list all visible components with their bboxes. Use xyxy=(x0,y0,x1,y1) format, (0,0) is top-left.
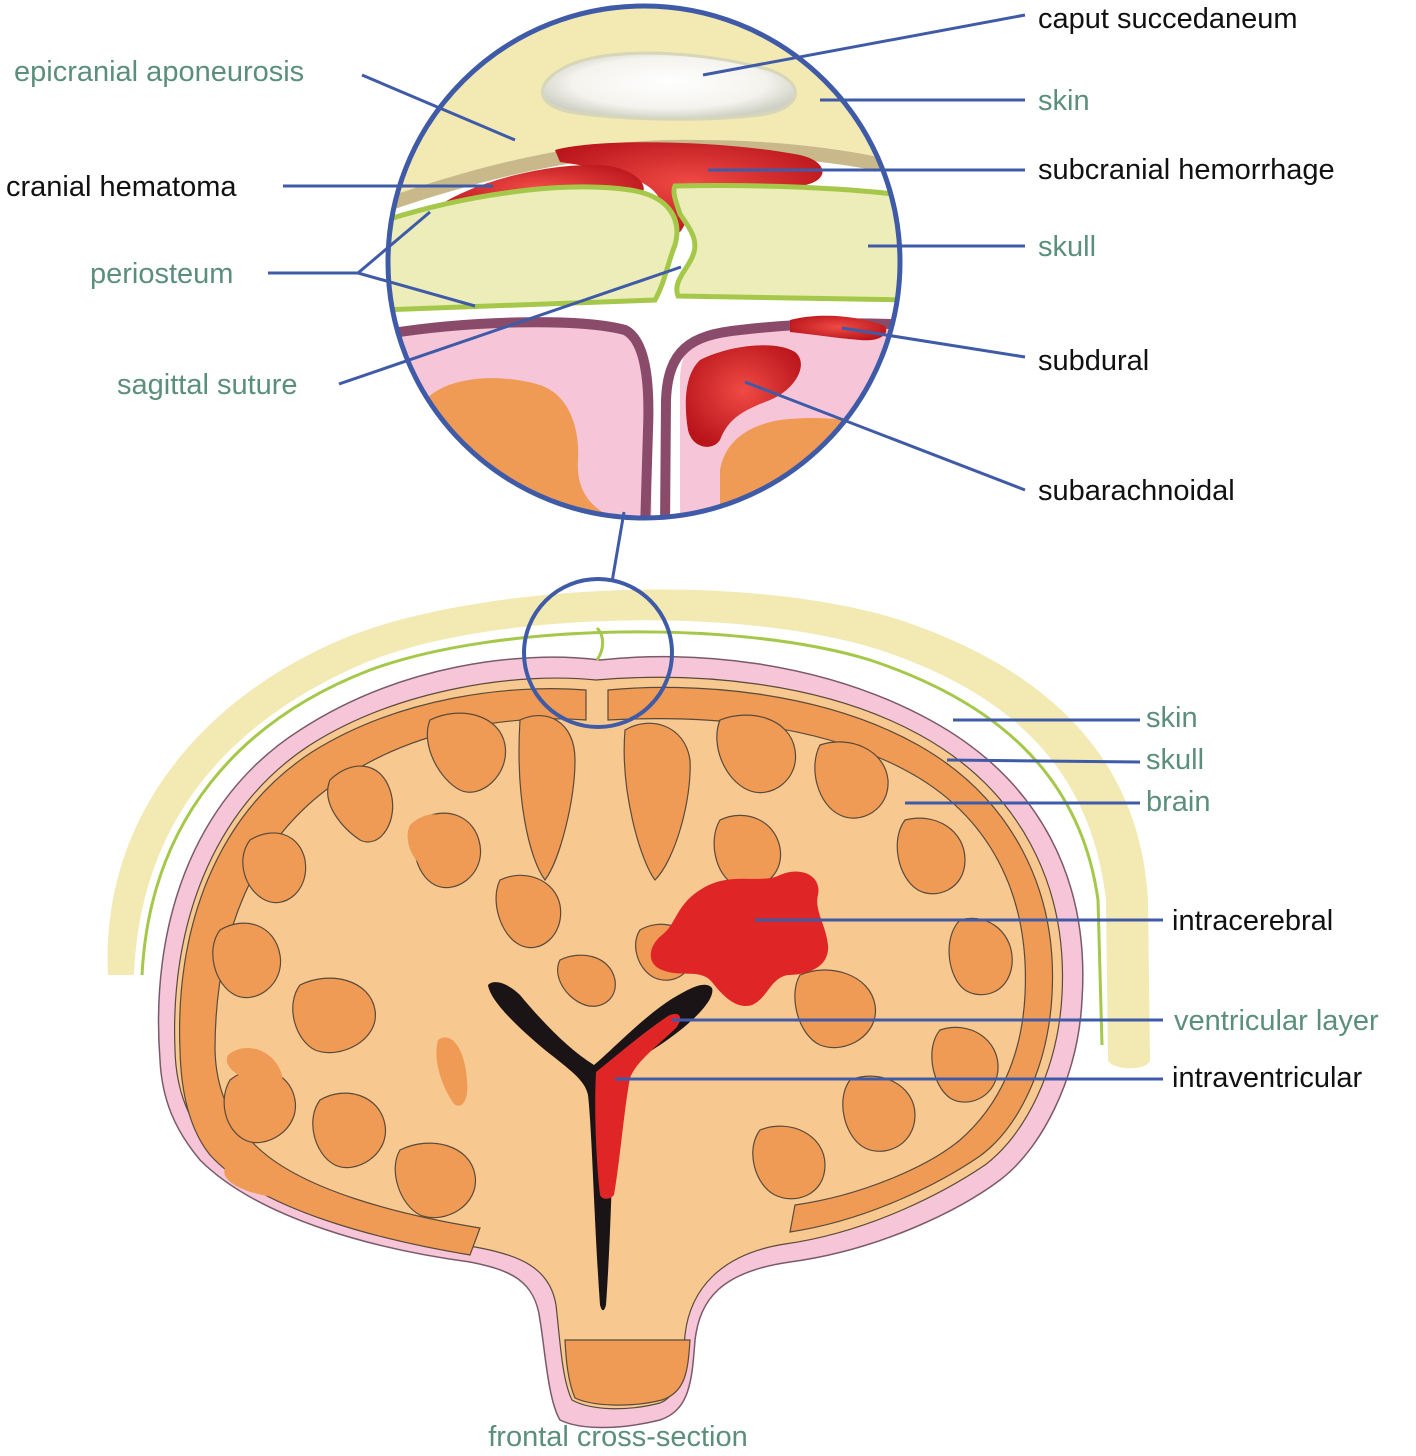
gyrus-left-2 xyxy=(426,712,507,793)
brainstem xyxy=(564,1339,691,1406)
gyrus-left-5 xyxy=(212,922,282,999)
intracerebral-blood xyxy=(650,871,829,1006)
gyrus-left-9 xyxy=(394,1142,476,1219)
nucleus-left-upper xyxy=(407,814,466,875)
nucleus-left-middle xyxy=(436,1037,468,1106)
leader-epicranial-aponeurosis xyxy=(361,73,516,142)
gyrus-right-6 xyxy=(931,1026,999,1103)
gyrus-left-11 xyxy=(495,874,562,949)
label-cranial-hematoma: cranial hematoma xyxy=(6,171,237,203)
label-caput-succedaneum: caput succedaneum xyxy=(1038,3,1298,35)
leader-lines xyxy=(268,13,1163,1081)
gyrus-right-4 xyxy=(896,817,966,895)
gyrus-left-12 xyxy=(557,954,616,1007)
label-epicranial-aponeurosis: epicranial aponeurosis xyxy=(14,56,304,88)
leader-subdural xyxy=(841,326,1026,359)
focus-midline xyxy=(595,626,605,661)
gyrus-right-5 xyxy=(948,917,1013,996)
leader-skull-bottom xyxy=(946,758,1141,764)
gyrus-right-3 xyxy=(814,741,889,819)
zoom-subarachnoidal xyxy=(685,345,801,447)
gyrus-right-outer xyxy=(607,686,1054,1233)
cross-skull-line xyxy=(140,630,1104,1046)
zoom-connector-line xyxy=(610,511,626,583)
gyrus-left-1 xyxy=(327,765,394,843)
gyrus-left-4 xyxy=(242,832,307,904)
gyrus-left-8 xyxy=(312,1092,386,1169)
cross-deep-nuclei xyxy=(224,814,468,1197)
caption: frontal cross-section xyxy=(488,1421,748,1453)
focus-circle xyxy=(522,577,674,729)
label-brain: brain xyxy=(1146,786,1211,818)
nucleus-left-lower xyxy=(226,1047,283,1091)
label-ventricular-layer: ventricular layer xyxy=(1174,1005,1379,1037)
cross-cortex-gyri xyxy=(178,686,1054,1406)
label-subarachnoidal: subarachnoidal xyxy=(1038,475,1235,507)
gyrus-right-1 xyxy=(623,722,691,881)
label-subcranial-hemorrhage: subcranial hemorrhage xyxy=(1038,154,1335,186)
gyrus-right-8 xyxy=(752,1125,826,1200)
label-sagittal-suture: sagittal suture xyxy=(117,369,298,401)
gyrus-left-6 xyxy=(292,977,376,1054)
label-subdural: subdural xyxy=(1038,345,1149,377)
label-skin-top: skin xyxy=(1038,85,1090,117)
labels: caput succedaneum skin subcranial hemorr… xyxy=(6,3,1379,1453)
gyrus-right-2 xyxy=(716,714,797,794)
gyrus-left-3 xyxy=(518,715,576,882)
leader-periosteum-2 xyxy=(357,271,476,308)
zoom-circle-frame xyxy=(385,3,903,521)
zoom-subdural xyxy=(790,315,887,341)
brain-cross-section xyxy=(107,589,1151,1429)
gyrus-right-7 xyxy=(842,1075,916,1152)
label-intracerebral: intracerebral xyxy=(1172,905,1333,937)
zoom-detail xyxy=(388,6,900,518)
label-intraventricular: intraventricular xyxy=(1172,1062,1363,1094)
label-periosteum: periosteum xyxy=(90,258,233,290)
nucleus-left-bottom xyxy=(224,1163,302,1197)
leader-subarachnoidal xyxy=(744,380,1026,492)
label-skull-top: skull xyxy=(1038,231,1096,263)
leader-sagittal-suture xyxy=(338,265,682,386)
leader-caput-succedaneum xyxy=(702,13,1026,77)
label-skull-bottom: skull xyxy=(1146,744,1204,776)
label-skin-bottom: skin xyxy=(1146,702,1198,734)
gyrus-right-9 xyxy=(794,969,876,1049)
intraventricular-blood xyxy=(595,1013,681,1199)
zoom-skull-right xyxy=(671,182,900,303)
zoom-dura-left xyxy=(388,317,654,518)
